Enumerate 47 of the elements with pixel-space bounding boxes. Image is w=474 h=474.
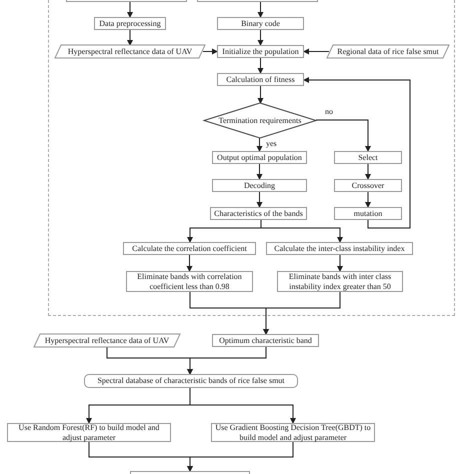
- arrow: [256, 164, 262, 180]
- process-box: Use Gradient Boosting Decision Tree(GBDT) to build model and adjust parameter: [211, 423, 375, 442]
- arrow: [186, 254, 192, 272]
- process-box: Characteristics of the bands: [210, 207, 307, 220]
- process-box: Use Random Forest(RF) to build model and adjust parameter: [7, 423, 171, 442]
- decision-diamond: Termination requirements: [204, 103, 316, 138]
- data-parallelogram: Regional data of rice false smut: [327, 45, 449, 58]
- edge-label: no: [324, 108, 334, 116]
- arrow: [365, 164, 371, 180]
- process-box: mutation: [334, 207, 402, 220]
- arrow: [256, 192, 262, 208]
- arrow: [260, 220, 343, 243]
- arrow: [187, 442, 294, 472]
- arrow: [127, 2, 133, 18]
- process-box: Select: [334, 151, 402, 164]
- arrow: [258, 86, 264, 104]
- arrow: [258, 30, 264, 46]
- process-box: Calculation of fitness: [217, 73, 304, 86]
- process-box: Initialize the population: [217, 45, 304, 58]
- process-box: Calculate the inter-class instability index: [266, 242, 413, 255]
- process-box: Data preprocessing: [94, 17, 166, 30]
- process-box: Optimum characteristic band: [212, 334, 319, 347]
- arrow: [258, 58, 264, 74]
- arrow: [127, 30, 133, 46]
- data-parallelogram: Hyperspectral reflectance data of UAV: [55, 45, 205, 58]
- data-parallelogram: Hyperspectral reflectance data of UAV: [34, 334, 180, 347]
- arrow: [337, 254, 343, 272]
- arrow: [202, 48, 218, 54]
- arrow: [316, 120, 371, 152]
- process-box: Eliminate bands with correlation coefficient less than 0.98: [126, 271, 253, 292]
- rounded-box: Spectral database of characteristic bands of rice false smut: [84, 374, 298, 388]
- arrow: [303, 48, 330, 54]
- process-box: Eliminate bands with inter class instability index greater than 50: [277, 271, 403, 292]
- dashed-group-box: [48, 0, 455, 316]
- process-box: Binary code: [217, 17, 304, 30]
- process-box: Crossover: [334, 179, 402, 192]
- arrow: [187, 346, 266, 375]
- edge-label: yes: [265, 140, 278, 148]
- process-box: Output optimal population: [212, 151, 307, 164]
- arrow: [258, 2, 264, 18]
- arrow: [190, 388, 296, 424]
- arrow: [303, 77, 410, 228]
- process-box: Decoding: [212, 179, 307, 192]
- arrow: [256, 138, 262, 152]
- process-box: Calculate the correlation coefficient: [123, 242, 256, 255]
- arrow: [263, 292, 340, 335]
- arrow: [365, 192, 371, 208]
